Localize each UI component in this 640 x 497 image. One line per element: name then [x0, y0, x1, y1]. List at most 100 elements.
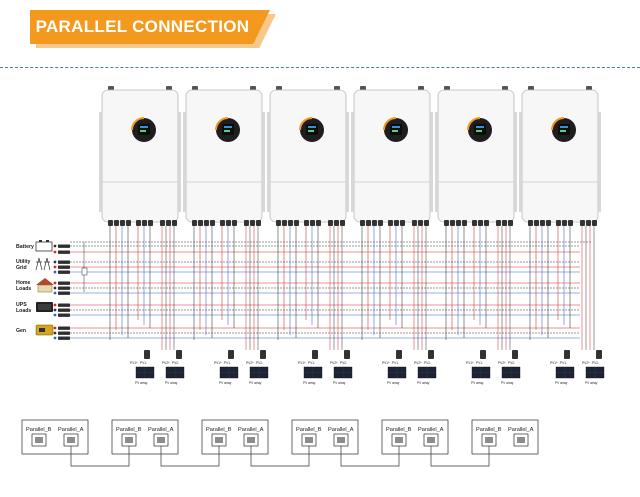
pv-array-label: PV array — [501, 381, 514, 385]
title-banner: PARALLEL CONNECTION — [30, 10, 270, 44]
connector — [546, 220, 551, 226]
pv-array-label: PV array — [555, 381, 568, 385]
source-label-gen: Gen — [16, 328, 26, 334]
inverter-body — [185, 89, 263, 223]
connector — [126, 220, 131, 226]
display-accent — [215, 117, 229, 131]
pv-terminal-label: PV2+ — [414, 361, 422, 365]
display-line — [224, 126, 232, 128]
rj45-port-inner — [125, 437, 133, 443]
terminal-block — [58, 336, 70, 340]
parallel-box-4: Parallel_B Parallel_A — [291, 419, 359, 455]
inverters-group — [99, 86, 601, 226]
connector — [114, 220, 119, 226]
connector — [586, 220, 591, 226]
pylon-icon — [35, 257, 43, 271]
terminal-block — [58, 313, 70, 317]
connector — [282, 220, 287, 226]
connector — [366, 220, 371, 226]
connector — [568, 220, 573, 226]
inverter-3 — [267, 86, 349, 226]
display-line — [476, 130, 482, 132]
connector — [444, 220, 449, 226]
inverter-body — [437, 89, 515, 223]
pv-terminal-label: PV1- — [476, 361, 483, 365]
rj45-port-inner — [395, 437, 403, 443]
display-line — [140, 130, 146, 132]
connector — [400, 220, 405, 226]
pv-array-label: PV array — [585, 381, 598, 385]
rj45-port-inner — [157, 437, 165, 443]
terminal-block — [58, 244, 70, 248]
display-line — [392, 130, 398, 132]
side-strip — [519, 112, 522, 212]
inverter-body — [101, 89, 179, 223]
display-accent — [299, 117, 313, 131]
parallel-a-label: Parallel_A — [328, 427, 354, 433]
connector — [108, 220, 113, 226]
dashed-divider — [0, 67, 640, 68]
terminal-dot — [53, 244, 57, 248]
side-strip — [514, 112, 517, 212]
parallel-cable — [70, 446, 130, 467]
pv-terminal-label: PV2- — [340, 361, 347, 365]
connector — [148, 220, 153, 226]
pv-breaker — [344, 350, 350, 359]
terminal-block — [58, 250, 70, 254]
connector — [120, 220, 125, 226]
connector — [478, 220, 483, 226]
connector — [340, 220, 345, 226]
parallel-cable — [430, 446, 490, 467]
pv-breaker — [480, 350, 486, 359]
side-strip — [430, 112, 433, 212]
pv-terminal-label: PV1+ — [214, 361, 222, 365]
connector — [136, 220, 141, 226]
source-label-line: Utility — [16, 259, 31, 265]
source-label-battery: Battery — [16, 244, 34, 250]
pv-terminal-label: PV2- — [256, 361, 263, 365]
pv-array-label: PV array — [165, 381, 178, 385]
connector — [540, 220, 545, 226]
connector — [472, 220, 477, 226]
connector — [456, 220, 461, 226]
connector — [412, 220, 417, 226]
connector — [334, 220, 339, 226]
side-strip — [351, 112, 354, 212]
terminal-dot — [53, 250, 57, 254]
connector — [394, 220, 399, 226]
connector — [160, 220, 165, 226]
pv-array-label: PV array — [135, 381, 148, 385]
pv-terminal-label: PV1- — [308, 361, 315, 365]
ups-screen — [38, 304, 51, 310]
connector — [496, 220, 501, 226]
rj45-port-inner — [337, 437, 345, 443]
display-screen — [222, 124, 234, 135]
connector — [556, 220, 561, 226]
terminal-dot — [53, 308, 57, 312]
parallel-b-label: Parallel_B — [296, 427, 322, 433]
pv-terminal-label: PV1+ — [130, 361, 138, 365]
connector — [172, 220, 177, 226]
connector — [276, 220, 281, 226]
parallel-a-label: Parallel_A — [58, 427, 84, 433]
connector — [484, 220, 489, 226]
display-line — [560, 130, 566, 132]
pv-terminal-label: PV2- — [592, 361, 599, 365]
connector — [372, 220, 377, 226]
pv-breaker — [312, 350, 318, 359]
pv-breaker — [596, 350, 602, 359]
display-accent — [131, 117, 145, 131]
pv-terminal-label: PV1- — [140, 361, 147, 365]
page-title: PARALLEL CONNECTION — [35, 17, 250, 36]
display-accent — [383, 117, 397, 131]
display-line — [476, 126, 484, 128]
pv-terminal-label: PV2- — [424, 361, 431, 365]
